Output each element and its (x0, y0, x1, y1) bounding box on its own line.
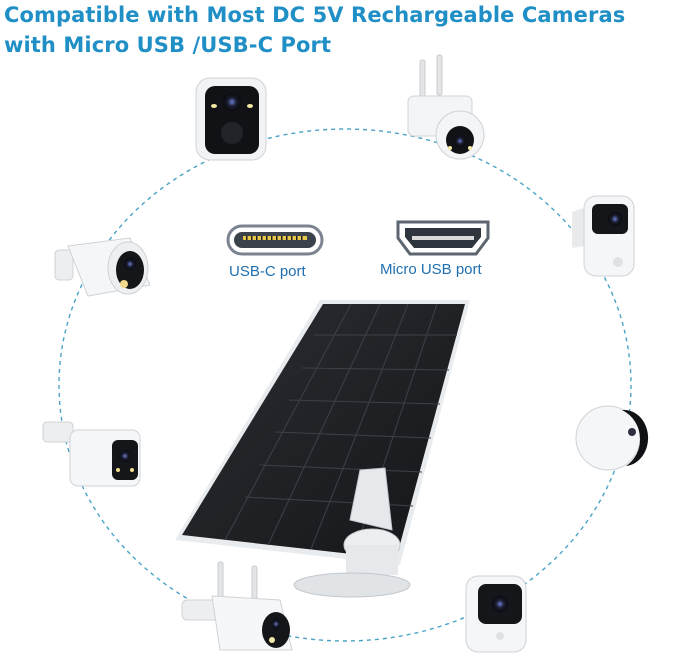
usbc-port-icon (226, 224, 324, 256)
micro-usb-port-label: Micro USB port (380, 261, 482, 278)
camera-round-right (575, 405, 649, 471)
camera-bullet-left (54, 237, 151, 297)
camera-box-bottom-right (465, 575, 527, 653)
headline-line-1: Compatible with Most DC 5V Rechargeable … (4, 3, 626, 27)
dashed-circle (58, 128, 632, 642)
camera-ptz-top (407, 54, 485, 160)
micro-usb-port-icon (396, 220, 490, 256)
camera-bullet-bottom-left (181, 561, 293, 651)
camera-box-top-left (195, 77, 267, 161)
camera-right-upper (572, 195, 635, 277)
headline-line-2: with Micro USB /USB-C Port (4, 33, 332, 57)
solar-panel (175, 300, 470, 565)
panel-mount (293, 467, 411, 598)
usbc-port-label: USB-C port (229, 263, 306, 280)
camera-bullet-left-lower (42, 421, 141, 487)
